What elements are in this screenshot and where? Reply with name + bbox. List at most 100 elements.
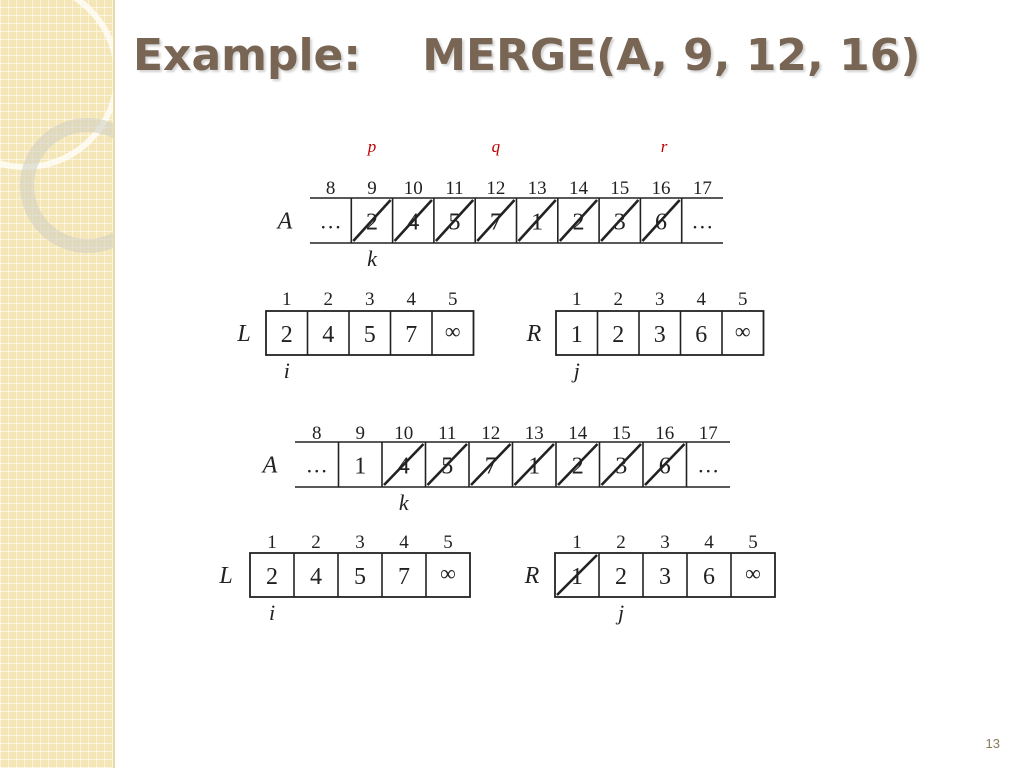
array-index-label: 10 xyxy=(394,423,413,444)
array-index-label: 10 xyxy=(404,178,423,199)
cell-strike-mark xyxy=(426,443,468,486)
decorative-side-panel xyxy=(0,0,113,768)
array-label-r: R xyxy=(524,563,540,589)
array-cell-value: 2 xyxy=(615,564,627,590)
slide-number: 13 xyxy=(985,736,1000,751)
cell-strike-mark xyxy=(556,554,598,596)
pointer-j: j xyxy=(615,600,624,625)
pointer-i: i xyxy=(284,358,290,383)
array-cell-value: 7 xyxy=(485,454,497,480)
sentinel-infinity: ∞ xyxy=(735,318,751,343)
array-index-label: 11 xyxy=(445,178,463,199)
array-cell-value: 7 xyxy=(398,564,410,590)
cell-strike-mark xyxy=(393,199,433,242)
array-index-label: 5 xyxy=(738,289,748,310)
array-index-label: 1 xyxy=(572,289,582,310)
array-index-label: 15 xyxy=(610,178,629,199)
cell-strike-mark xyxy=(517,199,557,242)
array-index-label: 13 xyxy=(525,423,544,444)
sentinel-infinity: ∞ xyxy=(445,318,461,343)
array-cell-value: 4 xyxy=(322,322,334,348)
array-cell-value: 4 xyxy=(310,564,322,590)
cell-strike-mark xyxy=(557,443,599,486)
cell-strike-mark xyxy=(600,199,640,242)
cell-strike-mark xyxy=(476,199,516,242)
array-index-label: 12 xyxy=(486,178,505,199)
array-cell-value: 4 xyxy=(398,454,410,480)
array-ellipsis: … xyxy=(320,209,342,234)
array-index-label: 3 xyxy=(655,289,665,310)
array-label-a: A xyxy=(276,209,293,235)
cell-strike-mark xyxy=(470,443,512,486)
array-cell-value: 6 xyxy=(655,210,667,236)
cell-strike-mark xyxy=(641,199,681,242)
array-cell-value: 2 xyxy=(572,454,584,480)
array-index-label: 1 xyxy=(267,532,277,553)
array-cell-value: 2 xyxy=(366,210,378,236)
array-label-l: L xyxy=(218,563,232,589)
array-index-label: 9 xyxy=(356,423,366,444)
cell-strike-mark xyxy=(513,443,555,486)
array-ellipsis: … xyxy=(306,453,328,478)
array-cell-value: 6 xyxy=(703,564,715,590)
array-frame xyxy=(554,552,776,598)
array-cell-value: 2 xyxy=(612,322,624,348)
pointer-q: q xyxy=(492,137,501,156)
array-index-label: 1 xyxy=(572,532,582,553)
array-index-label: 3 xyxy=(365,289,375,310)
pointer-k: k xyxy=(367,246,378,271)
array-cell-value: 7 xyxy=(490,210,502,236)
slide-title: Example: MERGE(A, 9, 12, 16) xyxy=(133,30,921,81)
array-ellipsis: … xyxy=(697,453,719,478)
pointer-j: j xyxy=(571,358,580,383)
array-cell-value: 3 xyxy=(615,454,627,480)
cell-strike-mark xyxy=(558,199,599,242)
array-index-label: 4 xyxy=(704,532,714,553)
array-index-label: 5 xyxy=(443,532,453,553)
array-index-label: 15 xyxy=(612,423,631,444)
array-index-label: 3 xyxy=(660,532,670,553)
sentinel-infinity: ∞ xyxy=(440,560,456,585)
pointer-p: p xyxy=(367,137,377,156)
array-index-label: 17 xyxy=(693,178,712,199)
array-index-label: 17 xyxy=(699,423,718,444)
cell-strike-mark xyxy=(434,199,475,242)
array-index-label: 4 xyxy=(407,289,417,310)
side-divider xyxy=(113,0,115,768)
array-cell-value: 5 xyxy=(364,322,376,348)
array-cell-value: 1 xyxy=(571,322,583,348)
array-cell-value: 5 xyxy=(449,210,461,236)
array-index-label: 14 xyxy=(569,178,589,199)
array-index-label: 1 xyxy=(282,289,292,310)
array-index-label: 5 xyxy=(748,532,758,553)
array-index-label: 2 xyxy=(614,289,624,310)
array-index-label: 14 xyxy=(568,423,588,444)
array-index-label: 9 xyxy=(367,178,377,199)
array-cell-value: 5 xyxy=(441,454,453,480)
array-label-a: A xyxy=(261,453,278,479)
array-cell-value: 2 xyxy=(281,322,293,348)
array-cell-value: 2 xyxy=(266,564,278,590)
pointer-i: i xyxy=(269,600,275,625)
array-cell-value: 1 xyxy=(531,210,543,236)
pointer-k: k xyxy=(399,490,410,515)
array-index-label: 2 xyxy=(311,532,321,553)
array-index-label: 13 xyxy=(528,178,547,199)
array-index-label: 4 xyxy=(697,289,707,310)
array-label-r: R xyxy=(526,321,542,347)
array-index-label: 8 xyxy=(326,178,336,199)
pointer-r: r xyxy=(661,137,668,156)
array-cell-value: 7 xyxy=(405,322,417,348)
array-cell-value: 3 xyxy=(614,210,626,236)
array-index-label: 8 xyxy=(312,423,322,444)
array-cell-value: 6 xyxy=(695,322,707,348)
array-frame xyxy=(249,552,471,598)
array-cell-value: 4 xyxy=(407,210,419,236)
array-cell-value: 2 xyxy=(572,210,584,236)
array-index-label: 16 xyxy=(652,178,671,199)
array-cell-value: 6 xyxy=(659,454,671,480)
